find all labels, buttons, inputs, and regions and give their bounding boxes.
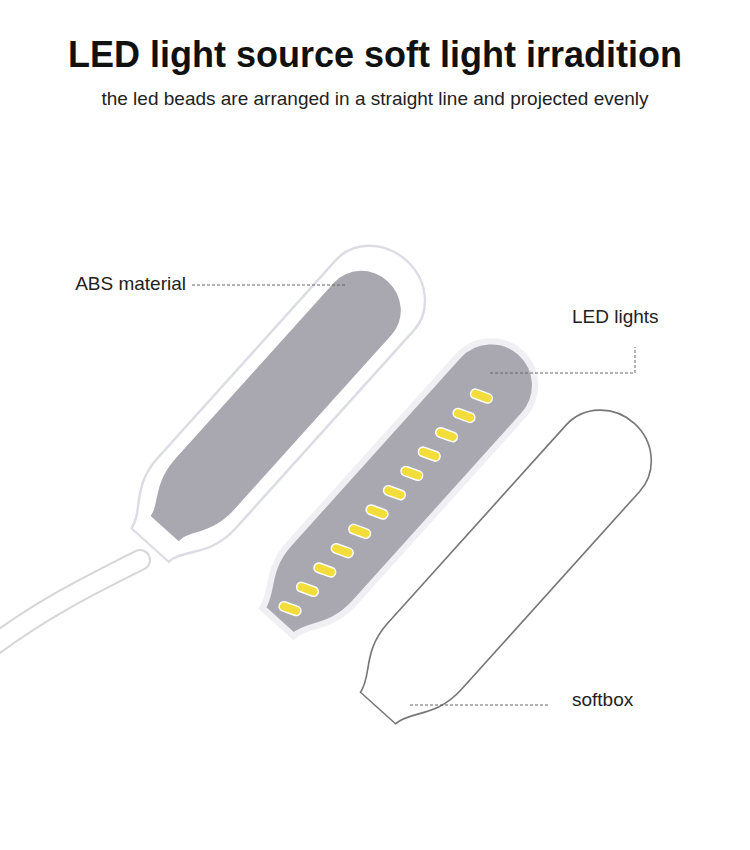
led-bead-light: [296, 582, 318, 597]
led-bead: [364, 503, 390, 522]
led-bead-light: [366, 505, 388, 520]
led-bead-light: [453, 408, 475, 423]
led-bead-light: [279, 601, 301, 616]
led-bead: [399, 464, 425, 483]
led-bead-rim: [329, 541, 355, 560]
led-bead: [277, 599, 303, 618]
led-bead: [433, 425, 459, 444]
led-bead-rim: [451, 406, 477, 425]
softbox-cover: [341, 390, 671, 741]
led-bead-rim: [346, 522, 372, 541]
part-label: softbox: [572, 689, 633, 711]
led-bead: [312, 561, 338, 580]
led-bead-light: [470, 389, 492, 404]
led-bead: [451, 406, 477, 425]
led-bead-rim: [468, 387, 494, 406]
part-label: ABS material: [75, 273, 186, 295]
led-bead-rim: [312, 561, 338, 580]
subtitle: the led beads are arranged in a straight…: [0, 88, 750, 110]
leader-line: [192, 285, 345, 286]
gooseneck: [0, 560, 140, 648]
led-bead-rim: [364, 503, 390, 522]
abs-panel: [136, 255, 417, 554]
leader-line: [490, 347, 635, 373]
led-bead-rim: [433, 425, 459, 444]
led-bead: [468, 387, 494, 406]
led-bead: [329, 541, 355, 560]
led-bead: [381, 483, 407, 502]
led-bead-light: [348, 524, 370, 539]
led-bead-rim: [416, 445, 442, 464]
led-bead-light: [418, 447, 440, 462]
led-bead: [346, 522, 372, 541]
gooseneck-outline: [0, 560, 140, 648]
led-bead-rim: [381, 483, 407, 502]
led-bead-rim: [399, 464, 425, 483]
led-bead: [294, 580, 320, 599]
led-bead-light: [401, 466, 423, 481]
softbox-shape: [341, 390, 671, 741]
page-title: LED light source soft light irradition: [0, 34, 750, 76]
led-bead: [416, 445, 442, 464]
led-bead-light: [331, 543, 353, 558]
led-bead-light: [383, 485, 405, 500]
led-bead-light: [435, 427, 457, 442]
led-bead-light: [314, 563, 336, 578]
part-label: LED lights: [572, 306, 659, 328]
led-bead-rim: [277, 599, 303, 618]
leader-line: [410, 705, 548, 706]
led-bead-rim: [294, 580, 320, 599]
